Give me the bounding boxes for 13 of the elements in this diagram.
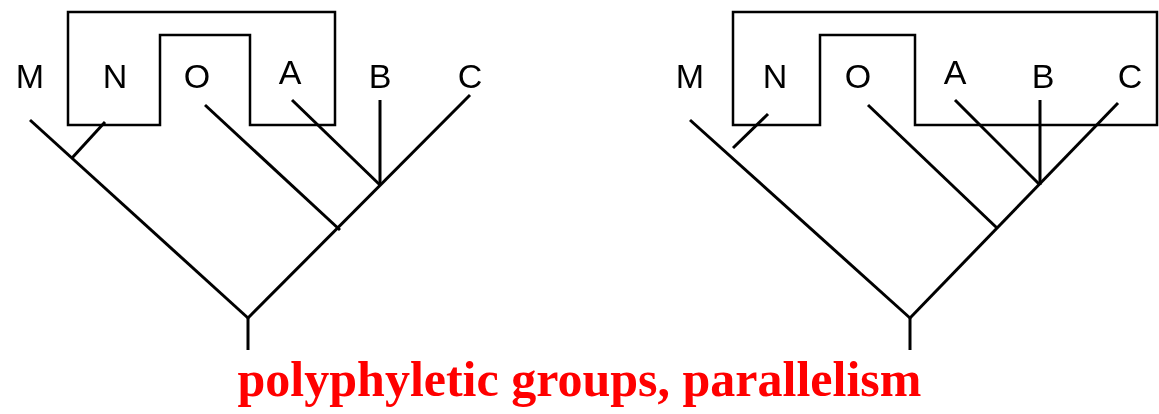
taxon-label: O <box>183 59 211 93</box>
taxon-label: M <box>15 59 45 93</box>
taxon-label: B <box>368 59 392 93</box>
taxon-label: N <box>762 59 788 93</box>
taxon-label: O <box>844 59 872 93</box>
taxon-label: C <box>457 59 483 93</box>
taxon-label: A <box>278 55 302 89</box>
taxon-label: M <box>675 59 705 93</box>
taxon-label: C <box>1117 59 1143 93</box>
taxon-label: A <box>943 55 967 89</box>
taxon-label: N <box>102 59 128 93</box>
taxon-label: B <box>1031 59 1055 93</box>
caption: polyphyletic groups, parallelism <box>236 352 923 407</box>
